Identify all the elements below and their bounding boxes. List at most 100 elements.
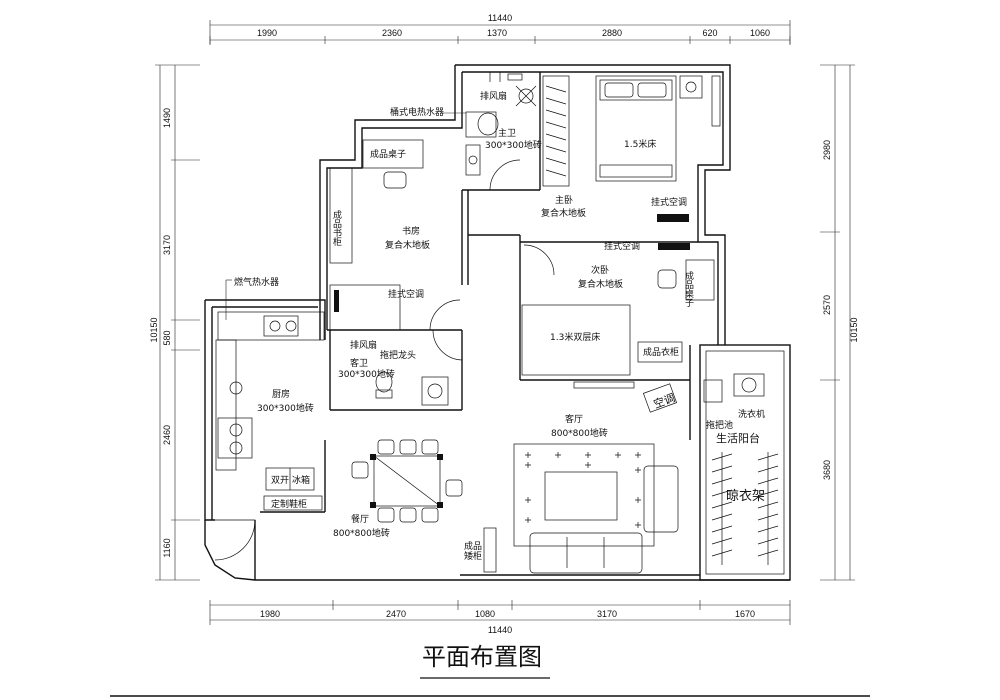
bottom-dim-4: 3170	[597, 609, 617, 619]
left-dim-1: 1490	[162, 108, 172, 128]
kitchen-sink-icon	[263, 315, 299, 337]
fridge-label: 冰箱	[292, 474, 310, 486]
living: 空调 客厅 800*800地砖	[513, 381, 679, 574]
left-dim-4: 2460	[162, 425, 172, 445]
top-dim-4: 2880	[602, 28, 622, 38]
second-bed-name: 次卧	[591, 264, 609, 276]
walls	[204, 64, 791, 581]
second-desk-label: 成品桌子	[683, 270, 694, 307]
master-bed-size: 1.5米床	[624, 138, 656, 150]
bed-icon	[595, 75, 677, 182]
double-door-label: 双开	[271, 475, 289, 486]
top-dim-1: 1990	[257, 28, 277, 38]
water-heater-label: 桶式电热水器	[390, 106, 444, 118]
drying-rack-icon	[711, 452, 779, 565]
door-swing	[489, 159, 521, 191]
washer-label: 洗衣机	[738, 408, 765, 420]
study-chair-icon	[383, 171, 407, 189]
top-dim-2: 2360	[382, 28, 402, 38]
dining: 餐厅 800*800地砖 成品 矮柜	[333, 439, 497, 573]
gas-valve-icon	[229, 381, 243, 395]
balcony: 洗衣机 拖把池 生活阳台 晾衣架	[703, 373, 779, 565]
bookcase-icon	[329, 167, 353, 264]
second-ac-label: 挂式空调	[604, 240, 640, 252]
entry-door-swing	[214, 519, 256, 561]
kitchen-floor: 300*300地砖	[257, 402, 314, 414]
second-bedroom: 挂式空调 次卧 复合木地板 1.3米双层床 成品桌子 成品衣柜	[521, 240, 715, 376]
drying-rack-label: 晾衣架	[726, 488, 765, 504]
master-exhaust-fan-label: 排风扇	[480, 90, 507, 102]
living-floor: 800*800地砖	[551, 427, 608, 439]
exhaust-fan-icon	[507, 73, 523, 81]
right-dim-1: 2980	[822, 140, 832, 160]
left-dim-5: 1160	[162, 538, 172, 557]
mop-pool-icon	[703, 379, 723, 403]
study-door-swing	[429, 299, 461, 331]
master-ac-icon	[657, 214, 689, 222]
study: 成品桌子 成品书柜 书房 复合木地板 挂式空调	[329, 139, 461, 331]
bottom-total-dim: 11440	[488, 625, 512, 635]
study-ac-label: 挂式空调	[388, 288, 424, 300]
left-total-dim: 10150	[149, 317, 159, 342]
dining-table-icon	[373, 455, 441, 507]
mop-pool-label: 拖把池	[706, 419, 733, 431]
kitchen-counter-left	[215, 339, 237, 471]
nightstand-icon	[679, 75, 703, 99]
living-ac-icon	[642, 383, 678, 413]
right-total-dim: 10150	[849, 317, 859, 342]
rug-pattern	[525, 452, 641, 528]
second-chair-icon	[657, 269, 677, 289]
second-desk-icon	[685, 259, 715, 301]
guest-exhaust-fan-label: 排风扇	[350, 339, 377, 351]
balcony-name: 生活阳台	[716, 431, 760, 445]
stove-icon	[217, 417, 253, 459]
washer-icon	[733, 373, 765, 397]
dining-name: 餐厅	[351, 513, 369, 525]
master-bed-name: 主卧	[555, 194, 573, 206]
guest-bath-floor: 300*300地砖	[338, 368, 395, 380]
master-bath: 排风扇 桶式电热水器 主卫 300*300地砖	[390, 72, 542, 191]
guest-bath-name: 客卫	[350, 357, 368, 369]
kitchen: 燃气热水器 厨房 300*300地砖 双开 冰箱 定制鞋柜	[214, 276, 325, 561]
guest-door-swing	[432, 329, 463, 361]
living-ac-label: 空调	[651, 390, 676, 411]
study-bed-icon	[329, 284, 401, 331]
counter-icon	[217, 311, 325, 341]
master-bedroom: 1.5米床 主卧 复合木地板 挂式空调	[541, 75, 721, 222]
second-wardrobe-label: 成品衣柜	[643, 346, 679, 358]
master-bed-floor: 复合木地板	[541, 207, 586, 219]
sink-icon	[465, 144, 481, 176]
top-dimensions: 11440 1990 2360 1370 2880 620 1060	[209, 13, 791, 45]
top-dim-5: 620	[702, 28, 717, 38]
bunk-bed-icon	[521, 304, 631, 376]
study-name: 书房	[402, 225, 420, 237]
guest-bath: 排风扇 拖把龙头 客卫 300*300地砖	[338, 329, 463, 406]
top-dim-6: 1060	[750, 28, 770, 38]
shoe-cabinet-label: 定制鞋柜	[271, 498, 307, 510]
bottom-dim-5: 1670	[735, 609, 755, 619]
living-name: 客厅	[565, 413, 583, 425]
display-cabinet-label-2: 矮柜	[464, 550, 482, 562]
left-dim-2: 3170	[162, 235, 172, 255]
master-bath-name: 主卫	[498, 127, 516, 139]
bottom-dim-2: 2470	[386, 609, 406, 619]
left-dimensions: 1490 3170 580 2460 1160 10150	[149, 64, 200, 581]
bunk-bed-label: 1.3米双层床	[550, 331, 600, 343]
coffee-table-icon	[544, 471, 618, 521]
mop-faucet-label: 拖把龙头	[380, 349, 416, 361]
tv-cabinet-icon	[573, 381, 635, 389]
master-ac-label: 挂式空调	[651, 196, 687, 208]
shoe-cabinet-icon	[263, 495, 323, 511]
sofa-icon	[529, 532, 643, 574]
right-dim-2: 2570	[822, 295, 832, 315]
gas-heater-label: 燃气热水器	[234, 276, 279, 288]
study-desk-icon	[362, 139, 424, 169]
bottom-dim-3: 1080	[475, 609, 495, 619]
right-dimensions: 2980 2570 3680 10150	[820, 64, 859, 581]
second-door-swing	[523, 244, 555, 276]
rug-icon	[513, 443, 655, 547]
second-ac-icon	[658, 243, 690, 250]
master-bath-floor: 300*300地砖	[485, 139, 542, 151]
fan-icon	[518, 88, 534, 104]
